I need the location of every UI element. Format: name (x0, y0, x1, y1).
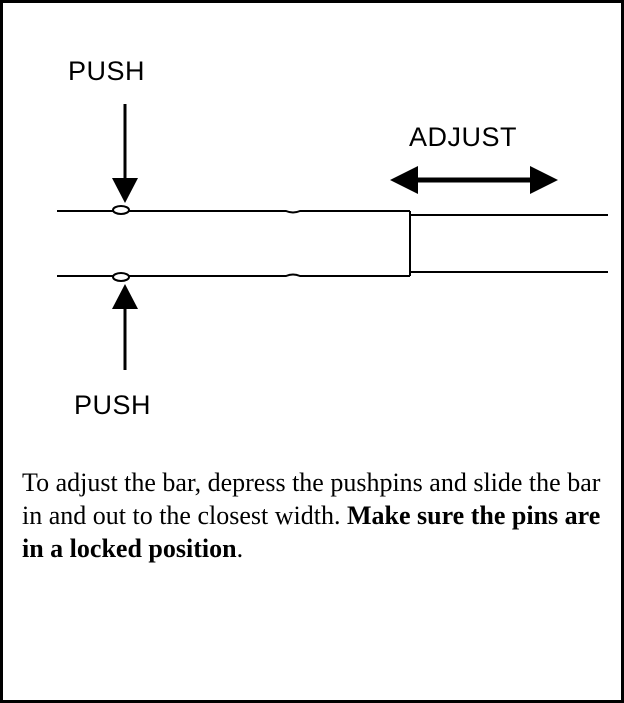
push-label-bottom: PUSH (74, 390, 152, 420)
adjust-label: ADJUST (409, 122, 518, 152)
push-label-top: PUSH (68, 56, 146, 86)
instruction-caption: To adjust the bar, depress the pushpins … (22, 466, 602, 565)
caption-period: . (236, 534, 244, 563)
caption-warning: Make sure the pins are in a locked posit… (22, 501, 601, 563)
caption-text: To adjust the bar, depress the pushpins … (22, 468, 601, 530)
